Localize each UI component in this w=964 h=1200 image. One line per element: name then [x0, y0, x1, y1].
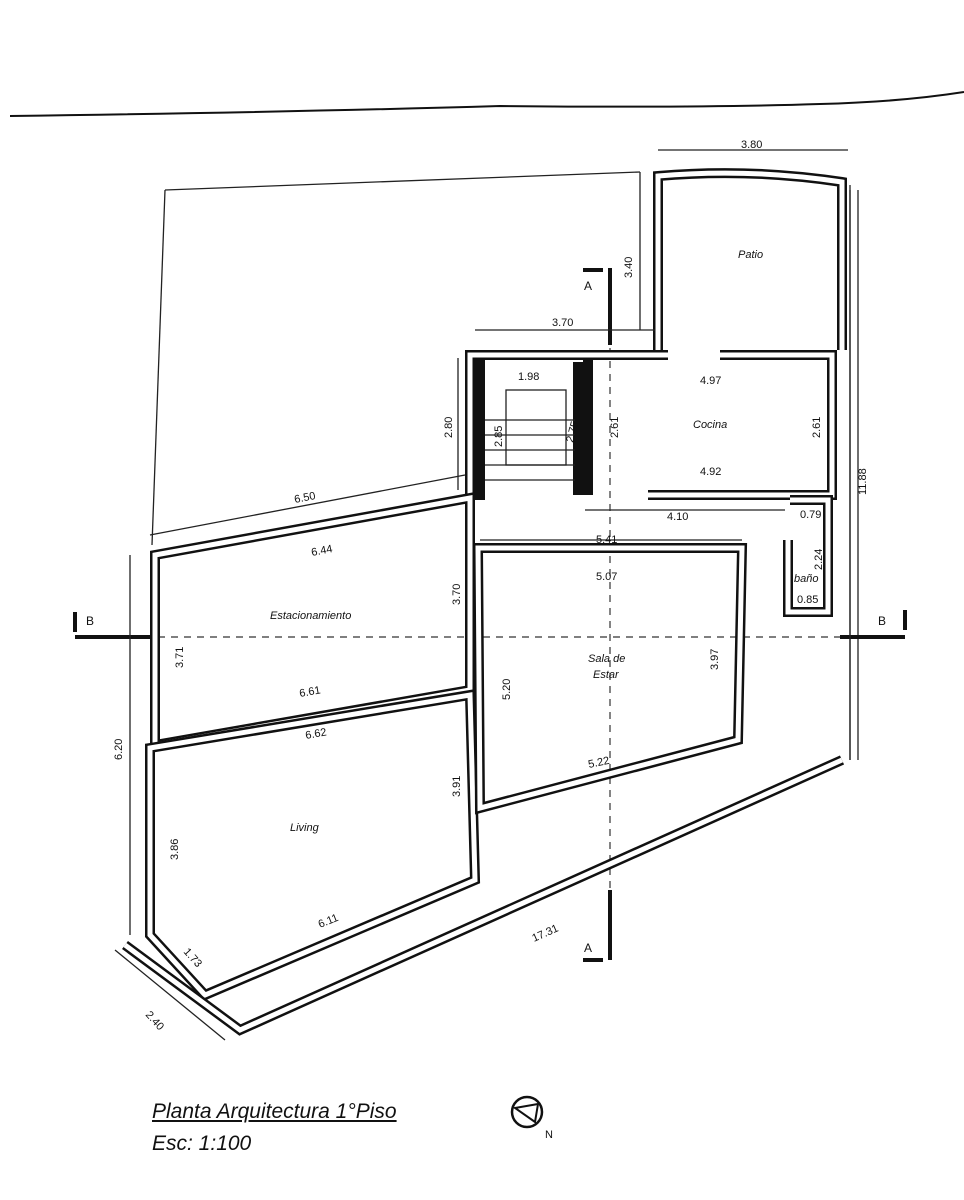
- dim-cocina-bottom: 4.92: [700, 466, 721, 478]
- room-bano: baño: [794, 573, 818, 585]
- section-label-a-top: A: [584, 279, 592, 293]
- dim-bano-bottom: 0.85: [797, 594, 818, 606]
- dim-sala-right: 3.97: [709, 649, 721, 670]
- dim-bano-side: 2.24: [813, 549, 825, 570]
- dim-sala-outer: 5.41: [596, 534, 617, 546]
- dim-sala-bottom: 5.22: [587, 755, 610, 771]
- walls: [122, 168, 847, 1036]
- dimension-lines: [114, 149, 851, 1041]
- dim-hall-depth: 2.80: [443, 417, 455, 438]
- dim-stair-width: 1.98: [518, 371, 539, 383]
- room-sala-estar-1: Sala de: [588, 653, 625, 665]
- dim-hall-width: 3.70: [552, 317, 573, 329]
- dim-living-left: 3.86: [169, 839, 181, 860]
- dimension-labels: 3.80 3.40 3.70 2.80 1.98 2.85 2.75 4.97 …: [113, 139, 869, 1033]
- dim-corner-outer: 2.40: [143, 1009, 166, 1033]
- dim-bano-top: 0.79: [800, 509, 821, 521]
- section-label-b-left: B: [86, 614, 94, 628]
- dim-right-total: 11.88: [857, 468, 869, 495]
- dim-diagonal-total: 17.31: [530, 923, 560, 945]
- section-label-b-right: B: [878, 614, 886, 628]
- dim-left-total: 6.20: [113, 739, 125, 760]
- dim-cocina-top: 4.97: [700, 375, 721, 387]
- section-label-a-bottom: A: [584, 941, 592, 955]
- dim-corridor: 4.10: [667, 511, 688, 523]
- north-label: N: [545, 1129, 553, 1141]
- dim-patio-depth: 3.40: [623, 257, 635, 278]
- stairs: [485, 389, 575, 481]
- dim-stair-depth: 2.85: [493, 426, 505, 447]
- room-cocina: Cocina: [693, 419, 727, 431]
- dim-estac-outer: 6.50: [293, 490, 316, 506]
- dim-sala-left: 5.20: [501, 679, 513, 700]
- section-markers: [73, 268, 907, 962]
- paper-edge-line: [9, 91, 964, 117]
- dim-patio-width: 3.80: [741, 139, 762, 151]
- dim-stair-inner: 2.75: [564, 420, 581, 444]
- room-sala-estar-2: Estar: [593, 669, 620, 681]
- dim-living-right: 3.91: [451, 776, 463, 797]
- plan-title: Planta Arquitectura 1°Piso: [152, 1100, 397, 1123]
- dim-estac-left: 3.71: [174, 647, 186, 668]
- dim-estac-top: 6.44: [310, 543, 333, 559]
- dim-living-top: 6.62: [304, 726, 327, 742]
- north-arrow-icon: N: [510, 1095, 553, 1141]
- room-patio: Patio: [738, 249, 763, 261]
- room-living: Living: [290, 822, 320, 834]
- dim-cocina-right: 2.61: [811, 417, 823, 438]
- plan-scale: Esc: 1:100: [152, 1132, 252, 1155]
- dim-estac-right: 3.70: [451, 584, 463, 605]
- dim-sala-top: 5.07: [596, 571, 617, 583]
- dim-living-bottom: 6.11: [317, 912, 341, 931]
- dim-cocina-left: 2.61: [609, 417, 621, 438]
- dim-estac-bottom: 6.61: [298, 684, 321, 700]
- room-estacionamiento: Estacionamiento: [270, 610, 351, 622]
